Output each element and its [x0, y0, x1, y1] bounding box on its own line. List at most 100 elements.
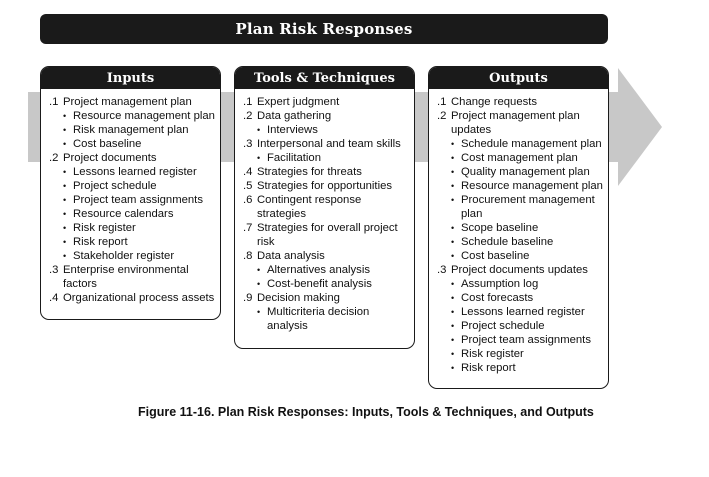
item-text: Project documents updates — [451, 264, 588, 276]
item-text: Organizational process assets — [63, 292, 215, 304]
sub-item-text: Scope baseline — [461, 222, 539, 234]
sub-item-text: Project team assignments — [73, 194, 203, 206]
item-number: .2 — [243, 110, 253, 122]
sub-item: •Project schedule — [437, 319, 604, 333]
item-number: .4 — [243, 166, 253, 178]
sub-item: •Procurement management plan — [437, 193, 604, 221]
bullet-icon: • — [451, 153, 455, 163]
item-number: .3 — [437, 264, 447, 276]
item-number: .6 — [243, 194, 253, 206]
bullet-icon: • — [63, 125, 67, 135]
item-text: Data gathering — [257, 110, 332, 122]
sub-item-text: Resource management plan — [461, 180, 603, 192]
sub-item: •Assumption log — [437, 277, 604, 291]
sub-item-text: Risk report — [73, 236, 128, 248]
sub-item: • Risk register — [437, 347, 604, 361]
diagram-title: Plan Risk Responses — [40, 14, 608, 44]
sub-item-text: Alternatives analysis — [267, 264, 370, 276]
sub-item: • Risk management plan — [49, 123, 216, 137]
sub-item: • Cost baseline — [49, 137, 216, 151]
sub-item-text: Risk register — [73, 222, 136, 234]
sub-item-text: Risk report — [461, 362, 516, 374]
bullet-icon: • — [63, 167, 67, 177]
item-text: Contingent response strategies — [257, 194, 362, 220]
list-item: .1 Change requests — [437, 95, 604, 109]
sub-item: • Resource management plan — [437, 179, 604, 193]
sub-item: • Schedule management plan — [437, 137, 604, 151]
sub-item-text: Risk management plan — [73, 124, 189, 136]
sub-item-text: Cost-benefit analysis — [267, 278, 372, 290]
sub-item: •Lessons learned register — [49, 165, 216, 179]
bullet-icon: • — [451, 237, 455, 247]
sub-item-text: Facilitation — [267, 152, 321, 164]
bullet-icon: • — [63, 223, 67, 233]
bullet-icon: • — [451, 293, 455, 303]
sub-item: • Multicriteria decision analysis — [243, 305, 410, 333]
item-number: .7 — [243, 222, 253, 234]
bullet-icon: • — [451, 251, 455, 261]
sub-item-text: Lessons learned register — [461, 306, 585, 318]
sub-item: •Schedule baseline — [437, 235, 604, 249]
bullet-icon: • — [451, 279, 455, 289]
item-number: .2 — [49, 152, 59, 164]
sub-item: • Cost-benefit analysis — [243, 277, 410, 291]
sub-item-text: Cost baseline — [73, 138, 142, 150]
bullet-icon: • — [63, 139, 67, 149]
figure-caption: Figure 11-16. Plan Risk Responses: Input… — [138, 405, 594, 419]
list-item: .6 Contingent response strategies — [243, 193, 410, 221]
item-number: .1 — [437, 96, 447, 108]
bullet-icon: • — [63, 251, 67, 261]
bullet-icon: • — [257, 307, 261, 317]
item-number: .3 — [243, 138, 253, 150]
bullet-icon: • — [257, 265, 261, 275]
tools-heading: Tools & Techniques — [235, 67, 414, 89]
bullet-icon: • — [63, 111, 67, 121]
bullet-icon: • — [63, 195, 67, 205]
bullet-icon: • — [451, 139, 455, 149]
sub-item: • Project team assignments — [49, 193, 216, 207]
bullet-icon: • — [451, 167, 455, 177]
sub-item: •Resource calendars — [49, 207, 216, 221]
sub-item-text: Project schedule — [461, 320, 545, 332]
item-number: .8 — [243, 250, 253, 262]
sub-item-text: Risk register — [461, 348, 524, 360]
bullet-icon: • — [451, 349, 455, 359]
sub-item: •Project team assignments — [437, 333, 604, 347]
sub-item: •Risk report — [49, 235, 216, 249]
sub-item-text: Multicriteria decision analysis — [267, 306, 370, 332]
item-text: Enterprise environmental factors — [63, 264, 189, 290]
sub-item-text: Cost baseline — [461, 250, 530, 262]
bullet-icon: • — [451, 181, 455, 191]
bullet-icon: • — [257, 125, 261, 135]
list-item: .7 Strategies for overall project risk — [243, 221, 410, 249]
item-number: .2 — [437, 110, 447, 122]
list-item: .2 Data gathering — [243, 109, 410, 123]
bullet-icon: • — [63, 181, 67, 191]
sub-item: •Cost management plan — [437, 151, 604, 165]
sub-item: • Cost baseline — [437, 249, 604, 263]
sub-item-text: Procurement management plan — [461, 194, 595, 220]
sub-item: •Interviews — [243, 123, 410, 137]
item-text: Strategies for overall project risk — [257, 222, 398, 248]
item-text: Change requests — [451, 96, 538, 108]
sub-item-text: Resource management plan — [73, 110, 215, 122]
sub-item: • Cost forecasts — [437, 291, 604, 305]
item-number: .1 — [243, 96, 253, 108]
sub-item-text: Project schedule — [73, 180, 157, 192]
sub-item-text: Schedule management plan — [461, 138, 602, 150]
sub-item: •Lessons learned register — [437, 305, 604, 319]
bullet-icon: • — [257, 279, 261, 289]
sub-item-text: Cost forecasts — [461, 292, 534, 304]
